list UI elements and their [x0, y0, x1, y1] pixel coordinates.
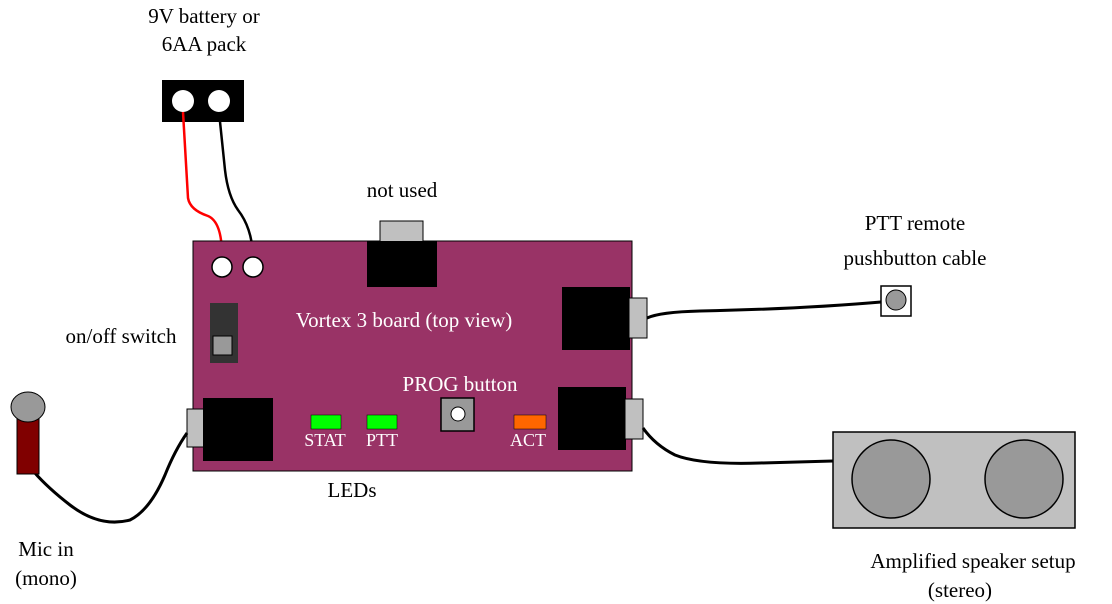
ptt-pushbutton-cap [885, 289, 907, 311]
ptt-remote-label-line2: pushbutton cable [844, 246, 987, 270]
not-used-label: not used [367, 178, 438, 202]
battery-label-line1: 9V battery or [148, 4, 260, 28]
ptt-cable [646, 300, 882, 320]
mic-jack-sleeve [186, 408, 206, 448]
speaker-cable [641, 427, 834, 465]
speaker-left [851, 439, 931, 519]
led-ptt-label: PTT [366, 430, 398, 450]
speaker-label-line1: Amplified speaker setup [870, 549, 1075, 573]
battery-label-line2: 6AA pack [162, 32, 247, 56]
led-ptt [366, 414, 398, 430]
unused-jack [367, 241, 437, 287]
leds-label: LEDs [328, 478, 377, 502]
unused-jack-sleeve [379, 220, 424, 244]
led-act [513, 414, 547, 430]
ptt-jack-sleeve [628, 297, 648, 339]
speaker-setup [832, 431, 1076, 529]
mic-jack [203, 398, 273, 461]
mic-label-line2: (mono) [15, 566, 77, 590]
battery-wire-black [217, 111, 255, 257]
led-act-label: ACT [510, 430, 546, 450]
ptt-jack [562, 287, 630, 350]
prog-button-cap [450, 406, 466, 422]
board-power-terminal-negative [242, 256, 264, 278]
ptt-remote-label-line1: PTT remote [865, 211, 966, 235]
prog-button-label: PROG button [403, 372, 518, 396]
switch-slider [212, 335, 233, 356]
on-off-switch [210, 303, 238, 363]
mic-label-line1: Mic in [18, 537, 74, 561]
mic-head [10, 391, 46, 423]
prog-button [440, 397, 475, 432]
board-power-terminal-positive [211, 256, 233, 278]
battery-terminal-positive [172, 90, 194, 112]
microphone [10, 391, 46, 475]
mic-cable [32, 432, 189, 524]
battery-pack [162, 80, 244, 122]
led-stat-label: STAT [304, 430, 346, 450]
ptt-pushbutton [880, 285, 912, 317]
board-title: Vortex 3 board (top view) [296, 308, 513, 332]
speaker-label-line2: (stereo) [928, 578, 992, 602]
on-off-switch-label: on/off switch [65, 324, 177, 348]
battery-wire-red [181, 111, 224, 257]
led-stat [310, 414, 342, 430]
speaker-jack [558, 387, 626, 450]
speaker-right [984, 439, 1064, 519]
speaker-jack-sleeve [624, 398, 644, 440]
battery-terminal-negative [208, 90, 230, 112]
